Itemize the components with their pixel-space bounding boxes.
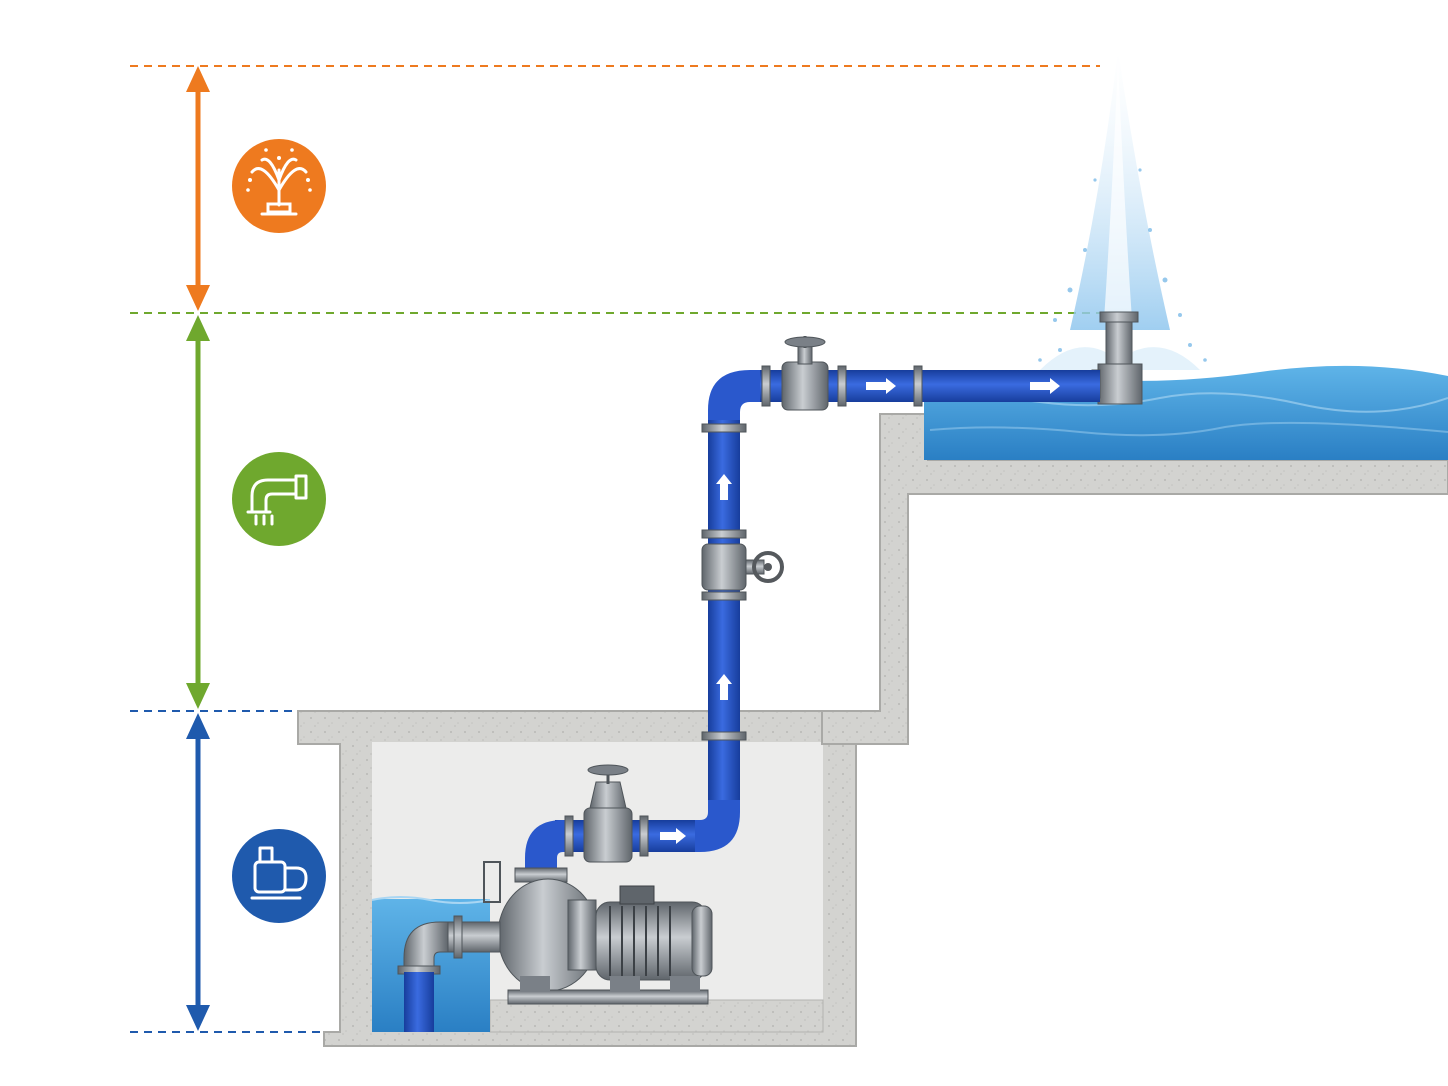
gate-valve-riser xyxy=(701,543,784,591)
suction-height-arrow xyxy=(186,713,210,1031)
fountain-height-arrow xyxy=(186,66,210,311)
pipe-elbow-icon xyxy=(232,452,326,546)
fountain-nozzle xyxy=(1091,311,1143,405)
gate-valve-upper xyxy=(781,336,829,411)
fountain-icon xyxy=(232,139,326,233)
fountain-spray xyxy=(1038,50,1207,370)
suction-pipe xyxy=(397,915,501,1032)
pipe-flanges xyxy=(564,365,923,857)
centrifugal-pump xyxy=(483,861,599,992)
piping-height-arrow xyxy=(186,315,210,709)
dimension-guides xyxy=(130,65,1100,1033)
gate-valve-lower xyxy=(583,764,633,863)
centrifugal-pump-icon xyxy=(232,829,326,923)
upper-structure xyxy=(821,413,1448,745)
electric-motor xyxy=(595,885,713,981)
pump-base-frame xyxy=(507,976,709,1005)
